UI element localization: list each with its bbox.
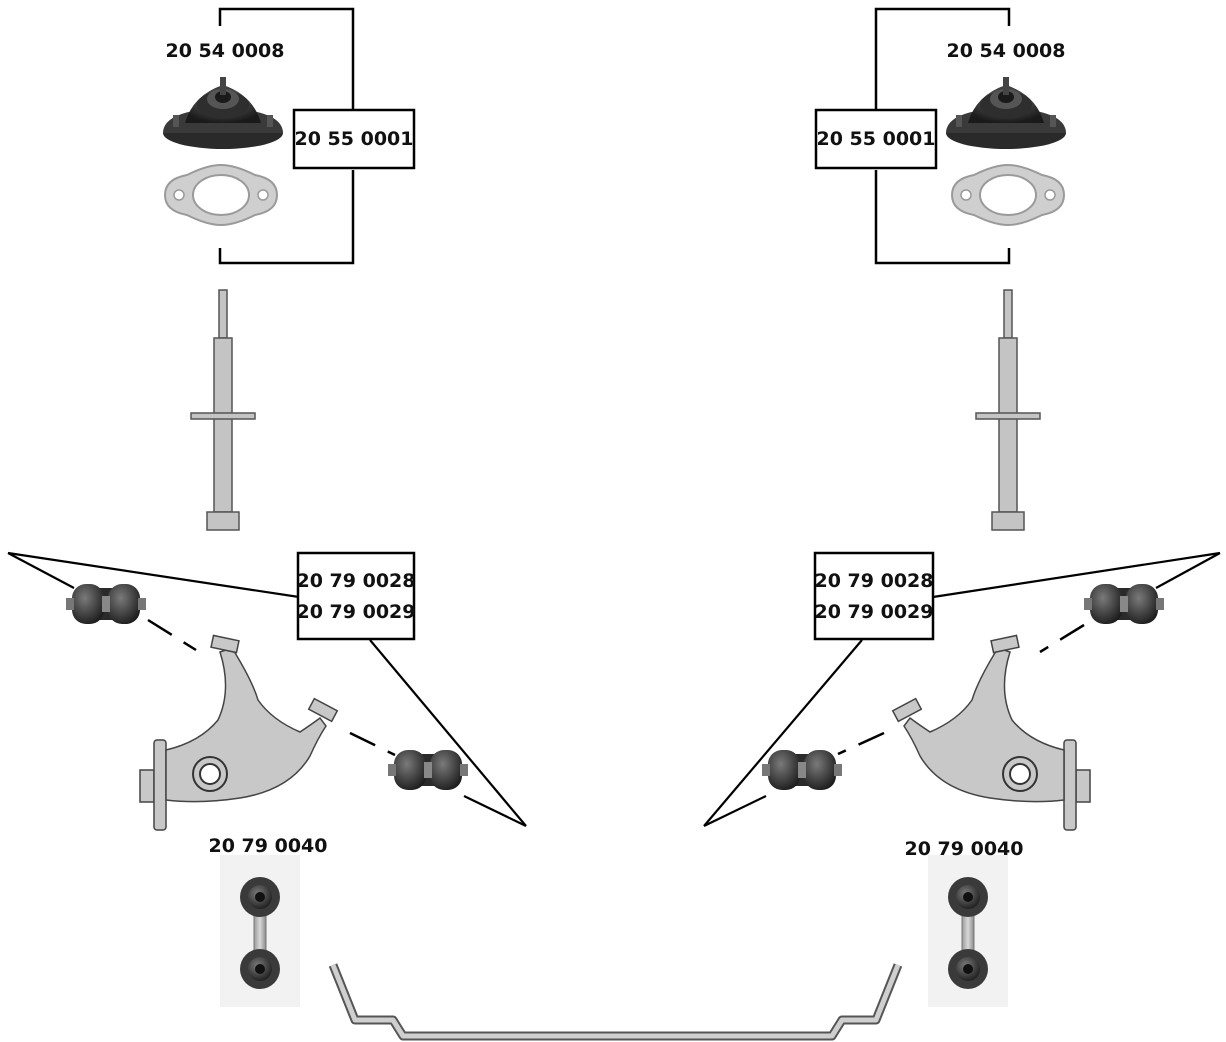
- dashed-leaders: [147, 618, 1085, 757]
- top-mount-part-number: 20 54 0008: [166, 40, 285, 62]
- mount-kit-part-number: 20 55 0001: [295, 128, 414, 150]
- control-arm-icon: [891, 634, 1091, 831]
- stabilizer-link-icon: [927, 854, 1009, 1008]
- leader-lines: [7, 551, 1221, 827]
- stabilizer-link-icon: [219, 854, 301, 1008]
- bushing-part-number-b: 20 79 0029: [297, 601, 416, 623]
- bushing-part-number-a: 20 79 0028: [815, 570, 934, 592]
- mount-kit-label-box-left: 20 55 0001: [292, 108, 416, 170]
- bushing-label-box-left: 20 79 0028 20 79 0029: [297, 551, 416, 641]
- mount-kit-label-box-right: 20 55 0001: [814, 108, 938, 170]
- strut-top-mount-icon: [163, 77, 283, 149]
- rubber-bushing-icon: [388, 750, 468, 790]
- rubber-bushing-icon: [1084, 584, 1164, 624]
- bushing-part-number-a: 20 79 0028: [297, 570, 416, 592]
- bushing-label-box-right: 20 79 0028 20 79 0029: [813, 551, 935, 641]
- rubber-bushing-icon: [762, 750, 842, 790]
- stabilizer-link-part-number: 20 79 0040: [905, 838, 1024, 860]
- mount-kit-part-number: 20 55 0001: [817, 128, 936, 150]
- top-mount-part-number: 20 54 0008: [947, 40, 1066, 62]
- mount-kit-bracket-left: [218, 7, 355, 265]
- shock-absorber-icon: [975, 289, 1041, 531]
- mount-gasket-icon: [951, 164, 1065, 226]
- bushing-part-number-b: 20 79 0029: [815, 601, 934, 623]
- rubber-bushing-icon: [66, 584, 146, 624]
- stabilizer-bar-icon: [328, 963, 903, 1041]
- stabilizer-link-part-number: 20 79 0040: [209, 835, 328, 857]
- mount-gasket-icon: [164, 164, 278, 226]
- control-arm-icon: [139, 634, 339, 831]
- mount-kit-bracket-right: [874, 7, 1011, 265]
- shock-absorber-icon: [190, 289, 256, 531]
- strut-top-mount-icon: [946, 77, 1066, 149]
